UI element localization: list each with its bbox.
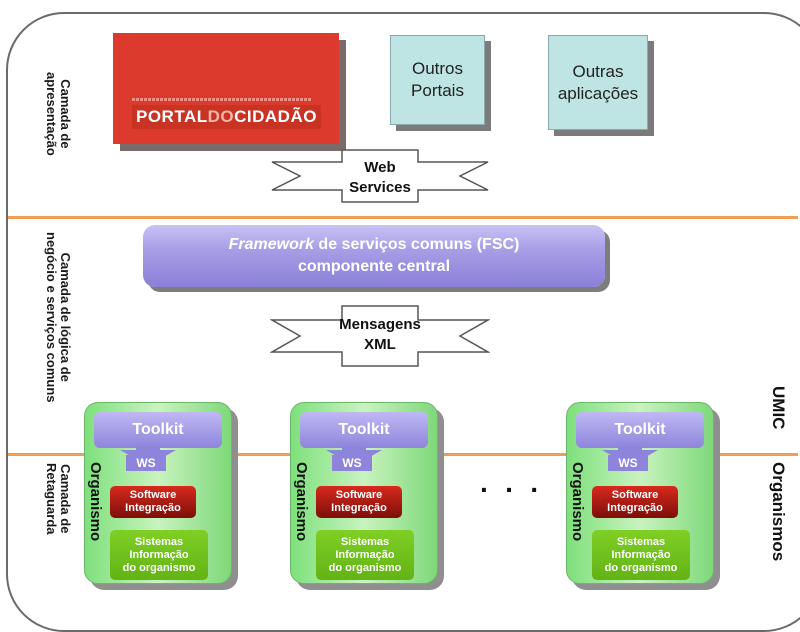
ws-label: WS	[608, 455, 648, 471]
web-services-label: Web Services	[349, 159, 411, 196]
portal-tagline	[132, 98, 312, 101]
ws-label: WS	[332, 455, 372, 471]
ellipsis: · · ·	[480, 474, 544, 505]
portal-brand-text: PORTALDOCIDADÃO	[132, 105, 321, 129]
layer-divider-top	[8, 216, 798, 219]
outros-portais-box: Outros Portais	[390, 35, 485, 125]
toolkit: Toolkit	[300, 412, 428, 448]
ws-label: WS	[126, 455, 166, 471]
umic-label: UMIC	[769, 386, 788, 430]
mensagens-xml-arrow	[270, 305, 490, 367]
outras-aplicacoes-box: Outras aplicações	[548, 35, 648, 130]
layer-label-backoffice: Camada de Retaguarda	[44, 463, 73, 535]
layer-label-business: Camada de lógica de negócio e serviços c…	[44, 232, 73, 403]
layer-label-presentation: Camada de apresentação	[44, 72, 73, 156]
web-services-arrow	[271, 149, 489, 203]
organismos-label: Organismos	[769, 462, 788, 562]
fsc-central-component: Framework de serviços comuns (FSC) compo…	[143, 225, 605, 287]
organism-label: Organismo	[569, 462, 586, 542]
organism-label: Organismo	[87, 462, 104, 542]
mensagens-xml-label: Mensagens XML	[339, 316, 421, 353]
organism-label: Organismo	[293, 462, 310, 542]
toolkit: Toolkit	[576, 412, 704, 448]
architecture-diagram: Camada de apresentação Camada de lógica …	[6, 12, 800, 632]
toolkit: Toolkit	[94, 412, 222, 448]
